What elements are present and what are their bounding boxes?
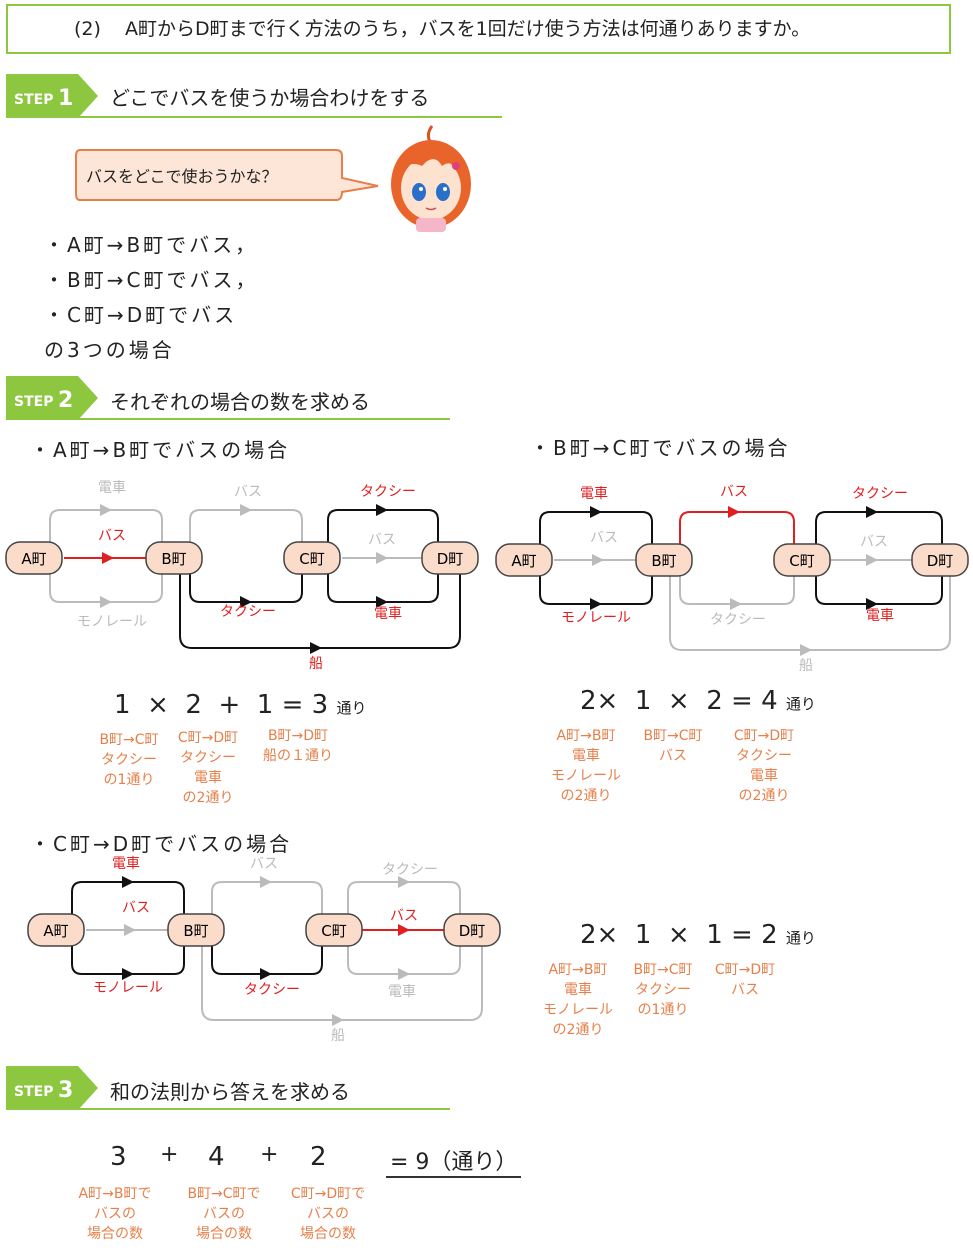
route-label: タクシー bbox=[360, 484, 416, 500]
equation-case2: 2× 1 × 2 = 4 通り bbox=[580, 686, 816, 716]
route-label: バス bbox=[368, 532, 396, 548]
route-label: タクシー bbox=[382, 862, 438, 878]
route-label: タクシー bbox=[220, 604, 276, 620]
step2-title: それぞれの場合の数を求める bbox=[110, 390, 370, 414]
route-label: バス bbox=[390, 908, 418, 924]
final-term-3: 2 bbox=[310, 1142, 327, 1172]
town-b: B町 bbox=[651, 552, 676, 570]
note-case2-3: C町→D町 タクシー 電車 の2通り bbox=[733, 728, 795, 804]
route-label: 電車 bbox=[388, 983, 416, 1000]
step1-underline bbox=[6, 116, 502, 118]
route-label: 電車 bbox=[580, 485, 608, 502]
route-label: 電車 bbox=[374, 605, 402, 622]
final-term-2: 4 bbox=[208, 1142, 225, 1172]
speech-bubble bbox=[75, 149, 379, 201]
final-note-2: B町→C町で バスの 場合の数 bbox=[187, 1186, 261, 1242]
note-case3-3: C町→D町 バス bbox=[714, 962, 776, 998]
route-label: 船 bbox=[331, 1028, 345, 1044]
route-label: 船 bbox=[799, 658, 813, 674]
equation-case1: 1 × 2 + 1 = 3 通り bbox=[114, 690, 367, 720]
note-case2-1: A町→B町 電車 モノレール の2通り bbox=[551, 728, 621, 804]
case3-title: ・C町→D町でバスの場合 bbox=[30, 832, 293, 856]
final-answer: = 9（通り） bbox=[386, 1144, 522, 1178]
route-label: バス bbox=[122, 900, 150, 916]
final-plus-1: + bbox=[160, 1142, 179, 1167]
route-label: バス bbox=[250, 856, 278, 872]
step1-title: どこでバスを使うか場合わけをする bbox=[110, 86, 430, 110]
town-c: C町 bbox=[789, 552, 814, 570]
step3-underline bbox=[6, 1108, 450, 1110]
final-plus-2: + bbox=[260, 1142, 279, 1167]
route-label: 船 bbox=[309, 656, 323, 672]
note-case3-1: A町→B町 電車 モノレール の2通り bbox=[543, 962, 613, 1038]
town-b: B町 bbox=[183, 922, 208, 940]
route-label: 電車 bbox=[866, 607, 894, 624]
question-text: A町からD町まで行く方法のうち，バスを1回だけ使う方法は何通りありますか。 bbox=[124, 18, 811, 40]
step1-num: 1 bbox=[58, 86, 73, 111]
question-box: (2) A町からD町まで行く方法のうち，バスを1回だけ使う方法は何通りありますか… bbox=[6, 4, 951, 54]
town-c: C町 bbox=[299, 550, 324, 568]
note-case1-1: B町→C町 タクシー の1通り bbox=[99, 732, 159, 788]
step1-badge: STEP 1 bbox=[6, 74, 98, 118]
route-label: モノレール bbox=[93, 980, 163, 996]
route-label: バス bbox=[234, 484, 262, 500]
route-label: モノレール bbox=[561, 610, 631, 626]
note-case3-2: B町→C町 タクシー の1通り bbox=[633, 962, 693, 1018]
step3-num: 3 bbox=[58, 1078, 73, 1103]
case-item-2: ・B町→C町でバス， bbox=[44, 268, 259, 292]
case-item-1: ・A町→B町でバス， bbox=[44, 233, 259, 257]
step1-label: STEP bbox=[14, 92, 53, 108]
town-c: C町 bbox=[321, 922, 346, 940]
step2-underline bbox=[6, 418, 450, 420]
town-b: B町 bbox=[161, 550, 186, 568]
route-label: バス bbox=[98, 528, 126, 544]
route-label: タクシー bbox=[710, 612, 766, 628]
route-diagram-case3: A町 B町 C町 D町 電車 バス モノレール バス タクシー タクシー バス … bbox=[27, 855, 501, 1044]
note-case2-2: B町→C町 バス bbox=[643, 728, 703, 764]
case-item-3: ・C町→D町でバス bbox=[44, 303, 238, 327]
equation-case3: 2× 1 × 1 = 2 通り bbox=[580, 920, 816, 950]
route-label: 電車 bbox=[98, 479, 126, 496]
case2-title: ・B町→C町でバスの場合 bbox=[530, 436, 791, 460]
route-label: バス bbox=[720, 484, 748, 500]
step3-label: STEP bbox=[14, 1084, 53, 1100]
final-note-1: A町→B町で バスの 場合の数 bbox=[78, 1186, 152, 1242]
bubble-text: バスをどこで使おうかな？ bbox=[86, 167, 278, 186]
step2-badge: STEP 2 bbox=[6, 376, 98, 420]
route-label: バス bbox=[860, 534, 888, 550]
route-label: 電車 bbox=[112, 855, 140, 872]
step2-label: STEP bbox=[14, 394, 53, 410]
step3-badge: STEP 3 bbox=[6, 1066, 98, 1110]
girl-character-icon bbox=[391, 125, 471, 232]
case-count: の3つの場合 bbox=[44, 338, 175, 362]
route-label: タクシー bbox=[244, 982, 300, 998]
question-number: (2) bbox=[74, 18, 101, 40]
town-d: D町 bbox=[437, 550, 464, 568]
final-note-3: C町→D町で バスの 場合の数 bbox=[290, 1186, 366, 1242]
route-label: タクシー bbox=[852, 486, 908, 502]
step3-title: 和の法則から答えを求める bbox=[110, 1080, 350, 1104]
town-a: A町 bbox=[43, 922, 68, 940]
town-a: A町 bbox=[21, 550, 46, 568]
final-term-1: 3 bbox=[110, 1142, 127, 1172]
case1-title: ・A町→B町でバスの場合 bbox=[30, 438, 291, 462]
step2-num: 2 bbox=[58, 388, 73, 413]
note-case1-2: C町→D町 タクシー 電車 の2通り bbox=[177, 730, 239, 806]
route-label: モノレール bbox=[77, 614, 147, 630]
route-diagram-case2: A町 B町 C町 D町 電車 バス モノレール バス タクシー タクシー バス … bbox=[495, 484, 969, 674]
note-case1-3: B町→D町 船の１通り bbox=[263, 728, 333, 764]
town-a: A町 bbox=[511, 552, 536, 570]
route-label: バス bbox=[590, 530, 618, 546]
town-d: D町 bbox=[459, 922, 486, 940]
town-d: D町 bbox=[927, 552, 954, 570]
route-diagram-case1: A町 B町 C町 D町 電車 バス モノレール バス タクシー タクシー バス … bbox=[5, 479, 479, 672]
